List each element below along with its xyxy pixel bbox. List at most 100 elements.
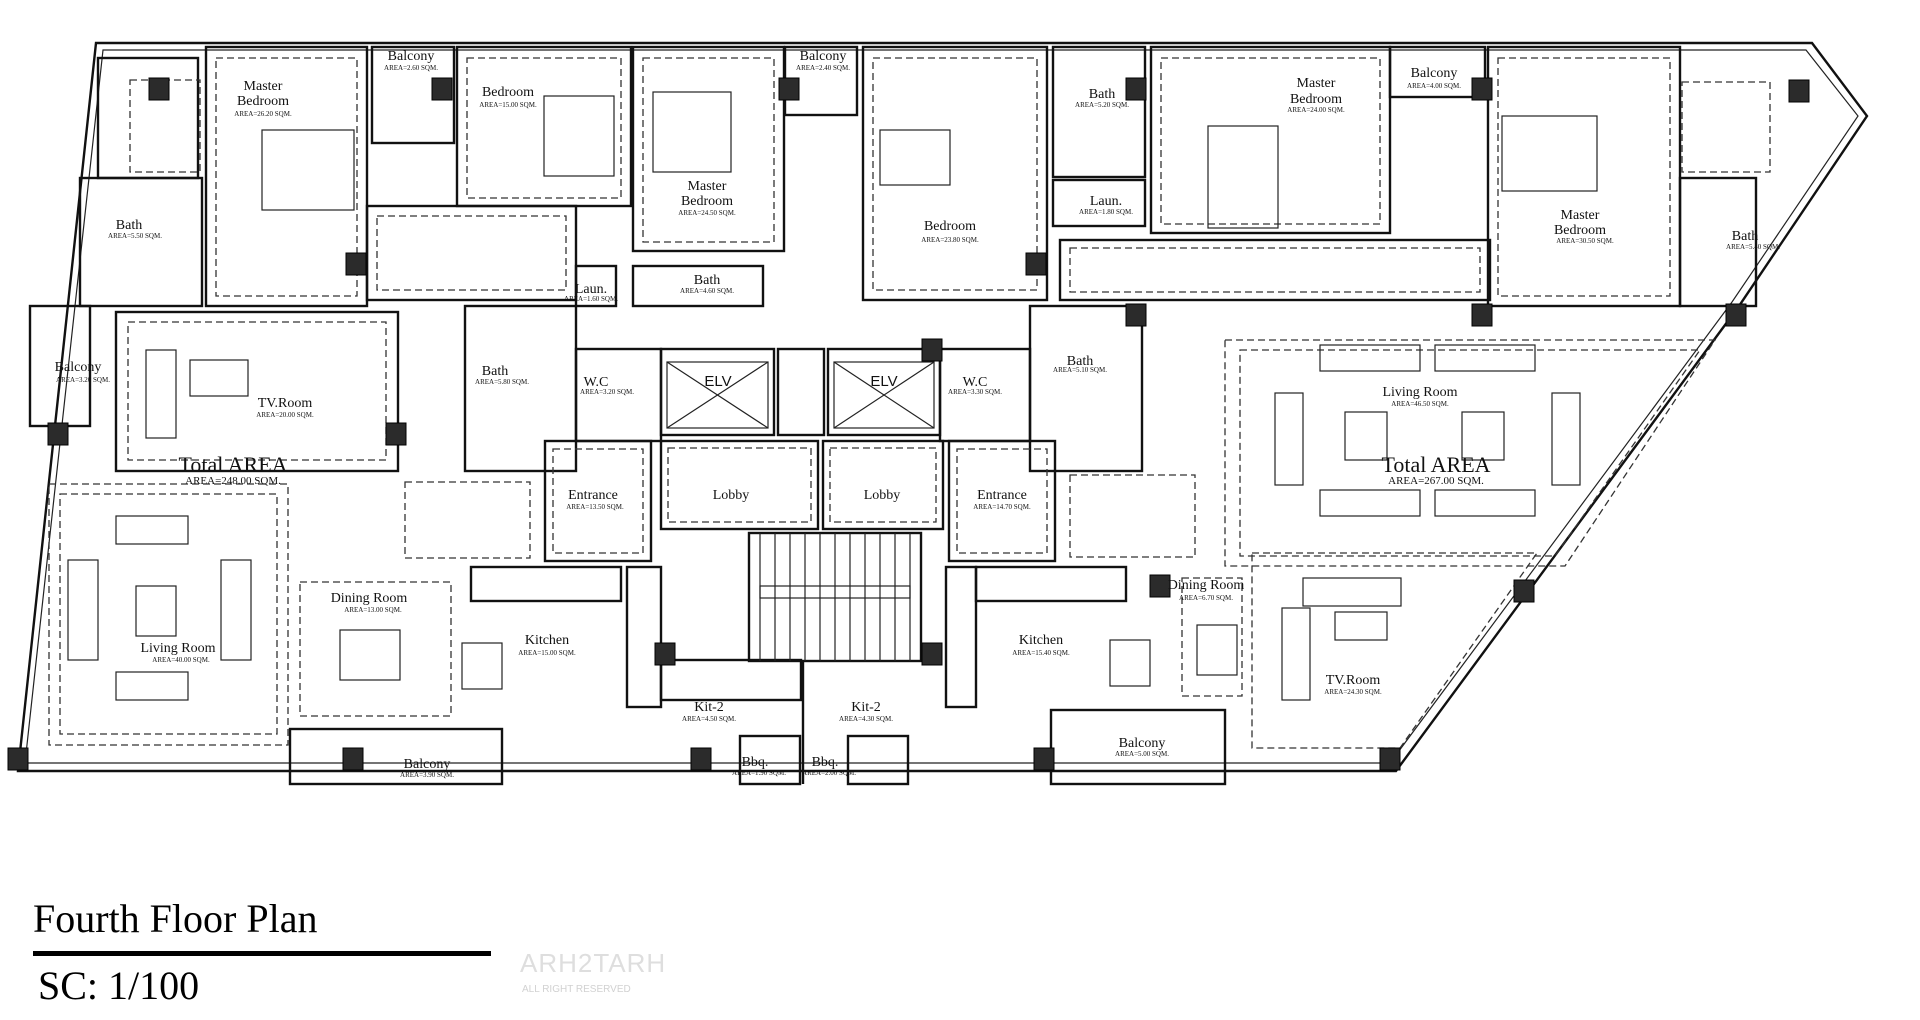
room-area: AREA=5.00 SQM. (1115, 750, 1169, 758)
room-label: Master (688, 179, 727, 194)
bed (652, 91, 732, 173)
room-area: AREA=26.20 SQM. (234, 110, 292, 118)
room-label: Master (1297, 76, 1336, 91)
room-area: AREA=3.90 SQM. (400, 771, 454, 779)
room-area: AREA=30.50 SQM. (1556, 237, 1614, 245)
room-label: Bedroom (1554, 223, 1606, 238)
room-label: Kitchen (525, 633, 569, 648)
kitchen-island (1109, 639, 1151, 687)
room-label: Living Room (140, 641, 215, 656)
room-label: Bedroom (482, 85, 534, 100)
room-area: AREA=14.70 SQM. (973, 503, 1031, 511)
room-label: Balcony (404, 757, 451, 772)
room-label: Bedroom (1290, 92, 1342, 107)
room-label: Laun. (575, 282, 607, 297)
room-area: AREA=3.30 SQM. (948, 388, 1002, 396)
table (135, 585, 177, 637)
bed (1207, 125, 1279, 229)
room-area: AREA=15.00 SQM. (518, 649, 576, 657)
room-area: AREA=4.60 SQM. (680, 287, 734, 295)
room-label: Entrance (568, 488, 618, 503)
room-area: AREA=4.00 SQM. (1407, 82, 1461, 90)
sofa (67, 559, 99, 661)
sofa (1319, 344, 1421, 372)
staircase (759, 533, 911, 661)
sofa (1281, 607, 1311, 701)
room-area: AREA=23.80 SQM. (921, 236, 979, 244)
room-label: Bath (694, 273, 720, 288)
room-area: AREA=15.00 SQM. (479, 101, 537, 109)
watermark-subtext: ALL RIGHT RESERVED (522, 984, 631, 995)
room-label: Living Room (1382, 385, 1457, 400)
room-label: Bedroom (681, 194, 733, 209)
lobby-label: Lobby (713, 488, 750, 503)
room-label: Bath (116, 218, 142, 233)
room-area: AREA=5.40 SQM. (1726, 243, 1780, 251)
room-label: Laun. (1090, 194, 1122, 209)
sofa (145, 349, 177, 439)
room-area: AREA=1.60 SQM. (564, 295, 618, 303)
table (1334, 611, 1388, 641)
room-label: Kitchen (1019, 633, 1063, 648)
room-label: Dining Room (1168, 578, 1245, 593)
left-unit-labels: Master Bedroom AREA=26.20 SQM. Balcony A… (55, 49, 787, 779)
room-area: AREA=1.80 SQM. (1079, 208, 1133, 216)
room-area: AREA=24.50 SQM. (678, 209, 736, 217)
lobby-label: Lobby (864, 488, 901, 503)
table (1344, 411, 1388, 461)
total-area-label: Total AREA (1381, 452, 1490, 477)
furniture (67, 91, 1598, 701)
room-area: AREA=24.30 SQM. (1324, 688, 1382, 696)
room-area: AREA=3.20 SQM. (580, 388, 634, 396)
room-label: Entrance (977, 488, 1027, 503)
room-label: Bbq. (742, 755, 769, 770)
sofa (1434, 489, 1536, 517)
plan-scale: SC: 1/100 (38, 963, 200, 1008)
room-area: AREA=5.50 SQM. (108, 232, 162, 240)
bed (879, 129, 951, 186)
plan-title: Fourth Floor Plan (33, 896, 318, 941)
table (189, 359, 249, 397)
dining-table (339, 629, 401, 681)
room-label: Bbq. (812, 755, 839, 770)
sofa (220, 559, 252, 661)
sofa (1274, 392, 1304, 486)
room-area: AREA=1.90 SQM. (732, 769, 786, 777)
room-label: TV.Room (1326, 673, 1381, 688)
room-label: Bedroom (237, 94, 289, 109)
room-area: AREA=24.00 SQM. (1287, 106, 1345, 114)
right-unit-labels: Balcony AREA=2.40 SQM. Bedroom AREA=23.8… (796, 49, 1780, 777)
sofa (1434, 344, 1536, 372)
total-area-value: AREA=267.00 SQM. (1388, 475, 1484, 487)
watermark-logo: ARH2TARH (520, 948, 667, 978)
room-label: Dining Room (331, 591, 408, 606)
room-label: Bath (482, 364, 508, 379)
bed (1501, 115, 1598, 192)
tv-room-zone (1251, 552, 1539, 749)
core-walls (659, 347, 945, 784)
sofa (1551, 392, 1581, 486)
dining-table (1196, 624, 1238, 676)
living-room-zone (1224, 339, 1717, 567)
room-area: AREA=15.40 SQM. (1012, 649, 1070, 657)
room-label: Bath (1732, 229, 1758, 244)
room-area: AREA=5.80 SQM. (475, 378, 529, 386)
room-label: TV.Room (258, 396, 313, 411)
room-label: Balcony (1119, 736, 1166, 751)
kitchen-island (461, 642, 503, 690)
room-area: AREA=46.50 SQM. (1391, 400, 1449, 408)
room-area: AREA=13.00 SQM. (344, 606, 402, 614)
room-area: AREA=4.30 SQM. (839, 715, 893, 723)
bed (543, 95, 615, 177)
room-area: AREA=3.20 SQM. (56, 376, 110, 384)
room-label: Bedroom (924, 219, 976, 234)
room-label: Balcony (388, 49, 435, 64)
columns (7, 77, 1810, 771)
room-label: Balcony (55, 360, 102, 375)
sofa (115, 671, 189, 701)
title-underline (33, 951, 491, 956)
room-label: Master (1561, 208, 1600, 223)
room-label: W.C (963, 375, 988, 390)
room-area: AREA=40.00 SQM. (152, 656, 210, 664)
